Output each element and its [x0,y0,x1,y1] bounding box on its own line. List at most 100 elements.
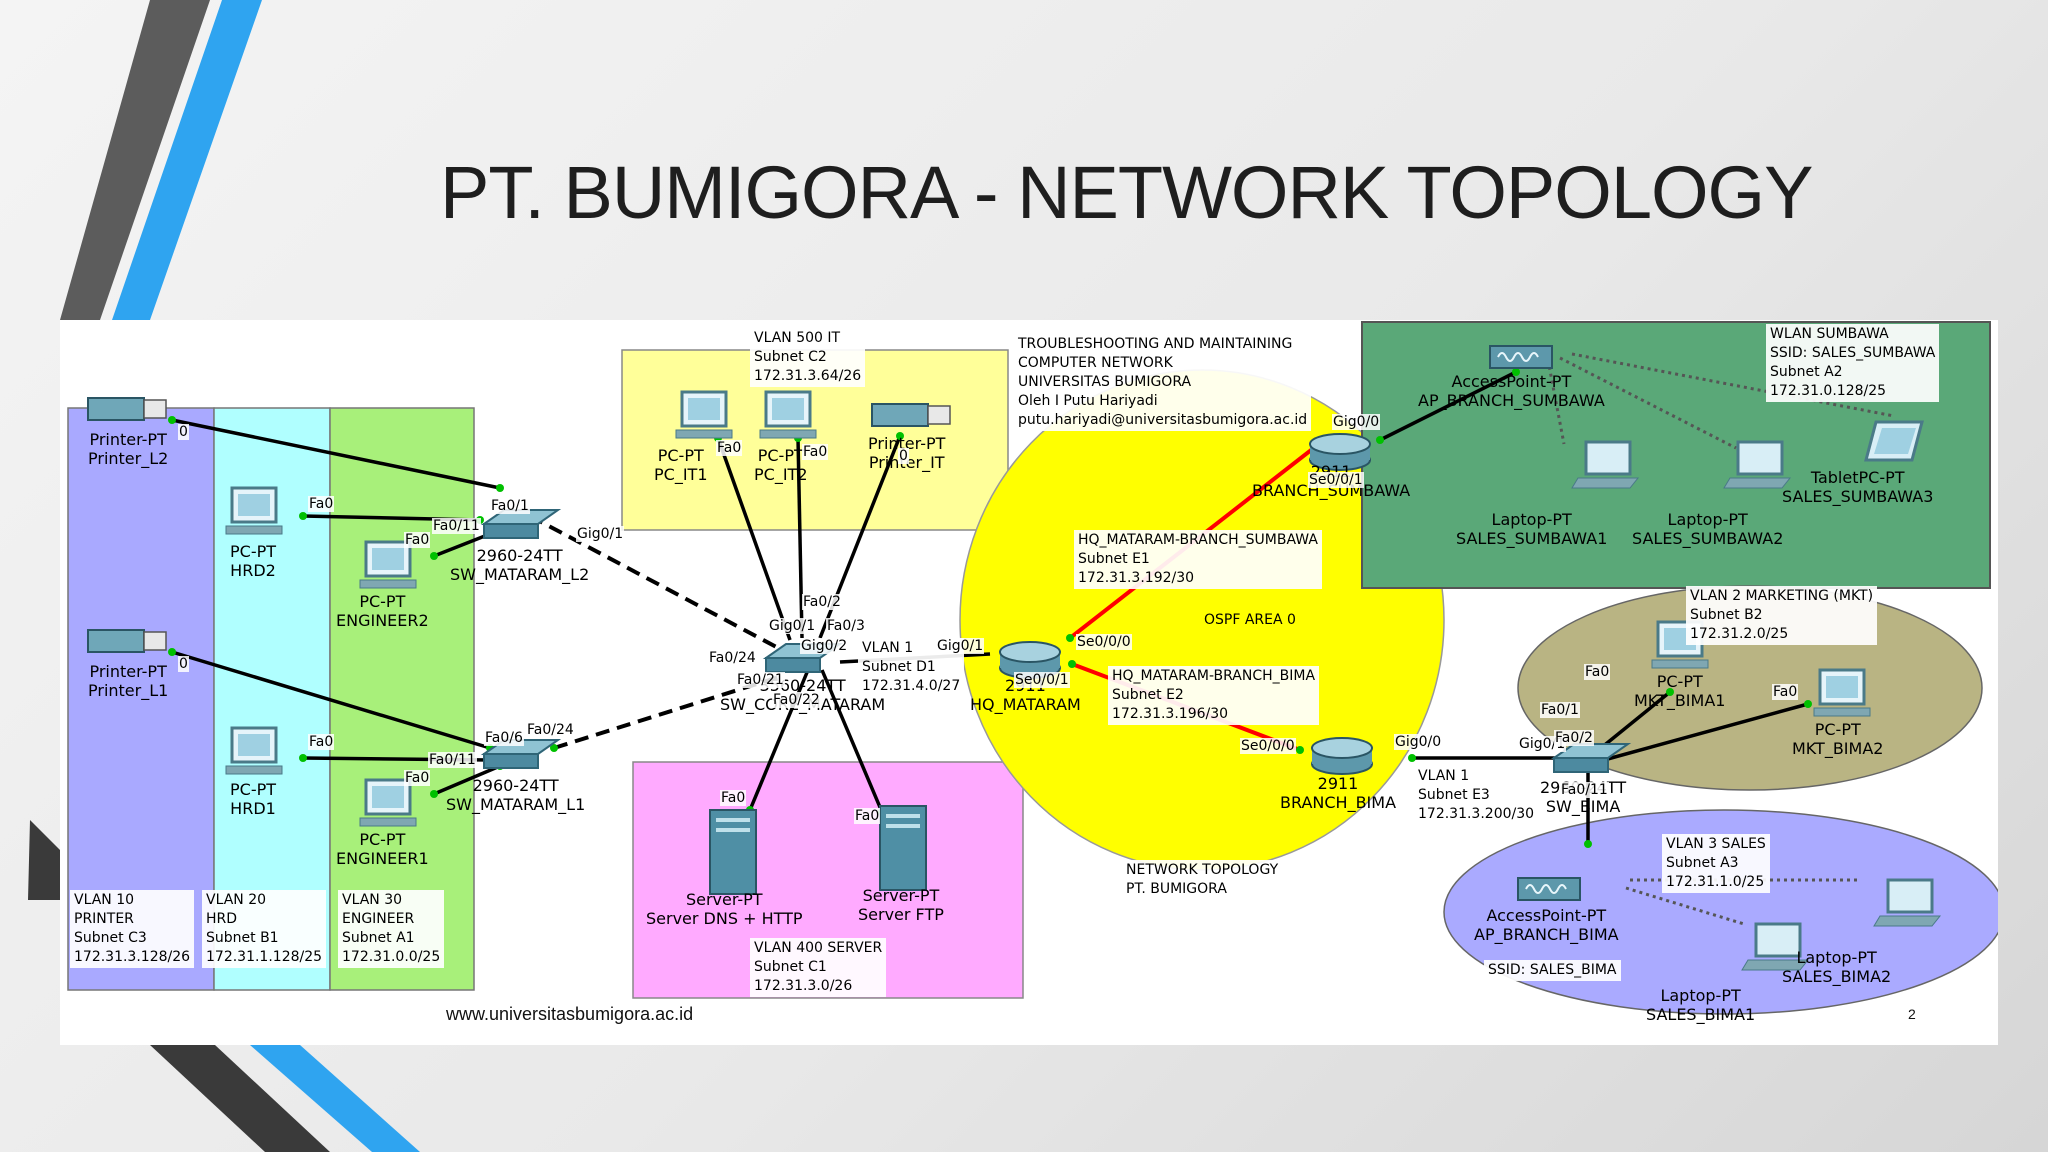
server-icon [709,809,757,895]
pc-icon [1813,668,1871,717]
port-label: Gig0/0 [1394,734,1443,750]
link-swl1-core [553,674,783,750]
port-label: Fa0 [802,444,829,460]
port-label: Fa0 [716,440,743,456]
laptop-icon [1873,878,1942,927]
port-label: Fa0/11 [432,518,481,534]
port-label: Se0/0/0 [1076,634,1132,650]
port-label: Fa0/11 [428,752,477,768]
port-label: Fa0/21 [736,672,785,688]
port-label: Gig0/1 [768,618,817,634]
port-label: Fa0/2 [802,594,842,610]
port-label: Fa0/1 [1540,702,1580,718]
port-label: Fa0 [1772,684,1799,700]
port-label: Gig0/1 [1518,736,1567,752]
wifi-s1 [1546,359,1566,445]
port-label: Gig0/1 [576,526,625,542]
port-label: Fa0/2 [1554,730,1594,746]
port-label: Fa0/11 [1560,782,1609,798]
port-label: Fa0 [308,496,335,512]
port-label: Fa0/22 [772,692,821,708]
laptop-icon [1741,922,1810,971]
switch-icon [480,509,562,539]
link-printer-l1 [171,650,491,750]
server-icon [879,805,927,891]
port-label: Fa0/24 [708,650,757,666]
pc-icon [225,726,283,775]
access-point-icon [1489,345,1553,369]
link-swbima-mkt1 [1594,690,1672,754]
port-label: Fa0 [404,532,431,548]
router-icon [1309,433,1371,471]
wifi-s2 [1559,356,1737,450]
wifi-s3 [1571,352,1895,418]
website-url[interactable]: www.universitasbumigora.ac.id [446,1004,694,1024]
laptop-icon [1571,440,1640,489]
link-it2 [796,437,804,639]
link-it1 [716,437,792,641]
switch-icon [1550,743,1632,773]
access-point-icon [1517,877,1581,901]
port-label: Fa0/1 [490,498,530,514]
laptop-icon [1723,440,1792,489]
port-label: Fa0/24 [526,722,575,738]
printer-icon [87,629,167,653]
port-label: Gig0/1 [936,638,985,654]
port-label: Gig0/0 [1332,414,1381,430]
link-swbima-mkt2 [1603,702,1809,762]
port-label: Gig0/2 [800,638,849,654]
port-label: Fa0 [720,790,747,806]
pc-icon [359,540,417,589]
note-ospf-area: OSPF AREA 0 [1204,612,1296,628]
printer-icon [87,397,167,421]
port-label: 0 [178,656,189,672]
link-ftp [820,669,884,813]
router-icon [1311,737,1373,775]
tablet-icon [1864,420,1924,462]
link-printer-l2 [171,418,501,490]
link-sumbawa-ap [1379,370,1517,442]
note-ssid-bima: SSID: SALES_BIMA [1484,960,1621,981]
port-label: Fa0/6 [484,730,524,746]
port-label: Se0/0/1 [1014,672,1070,688]
port-label: Fa0 [308,734,335,750]
port-label: Se0/0/0 [1240,738,1296,754]
port-label: Se0/0/1 [1308,472,1364,488]
port-label: Fa0 [404,770,431,786]
link-swl2-core [529,514,783,652]
link-eng1 [433,764,501,796]
pc-icon [225,486,283,535]
port-label: Fa0 [854,808,881,824]
port-label: Fa0/3 [826,618,866,634]
